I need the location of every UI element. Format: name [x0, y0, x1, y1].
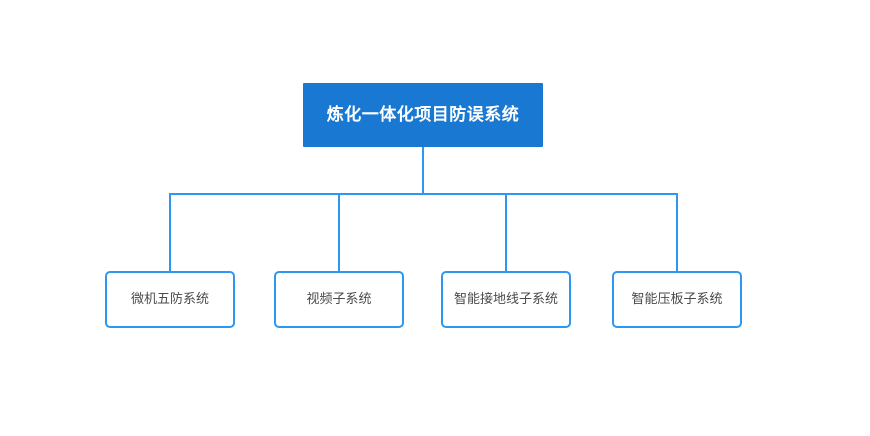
child-node-yaban[interactable]: 智能压板子系统	[612, 271, 742, 328]
connector-drop-line-3	[505, 195, 507, 271]
connector-horizontal-line	[169, 193, 678, 195]
child-node-label: 微机五防系统	[130, 291, 209, 307]
connector-root-drop-line	[422, 147, 424, 194]
root-node[interactable]: 炼化一体化项目防误系统	[303, 83, 543, 147]
child-node-label: 视频子系统	[306, 291, 372, 307]
child-node-grounding[interactable]: 智能接地线子系统	[441, 271, 571, 328]
connector-drop-line-4	[676, 195, 678, 271]
connector-drop-line-1	[169, 195, 171, 271]
child-node-video[interactable]: 视频子系统	[274, 271, 404, 328]
child-node-wjwf[interactable]: 微机五防系统	[105, 271, 235, 328]
connector-drop-line-2	[338, 195, 340, 271]
root-node-label: 炼化一体化项目防误系统	[326, 104, 520, 124]
child-node-label: 智能接地线子系统	[453, 291, 558, 307]
child-node-label: 智能压板子系统	[631, 291, 723, 307]
